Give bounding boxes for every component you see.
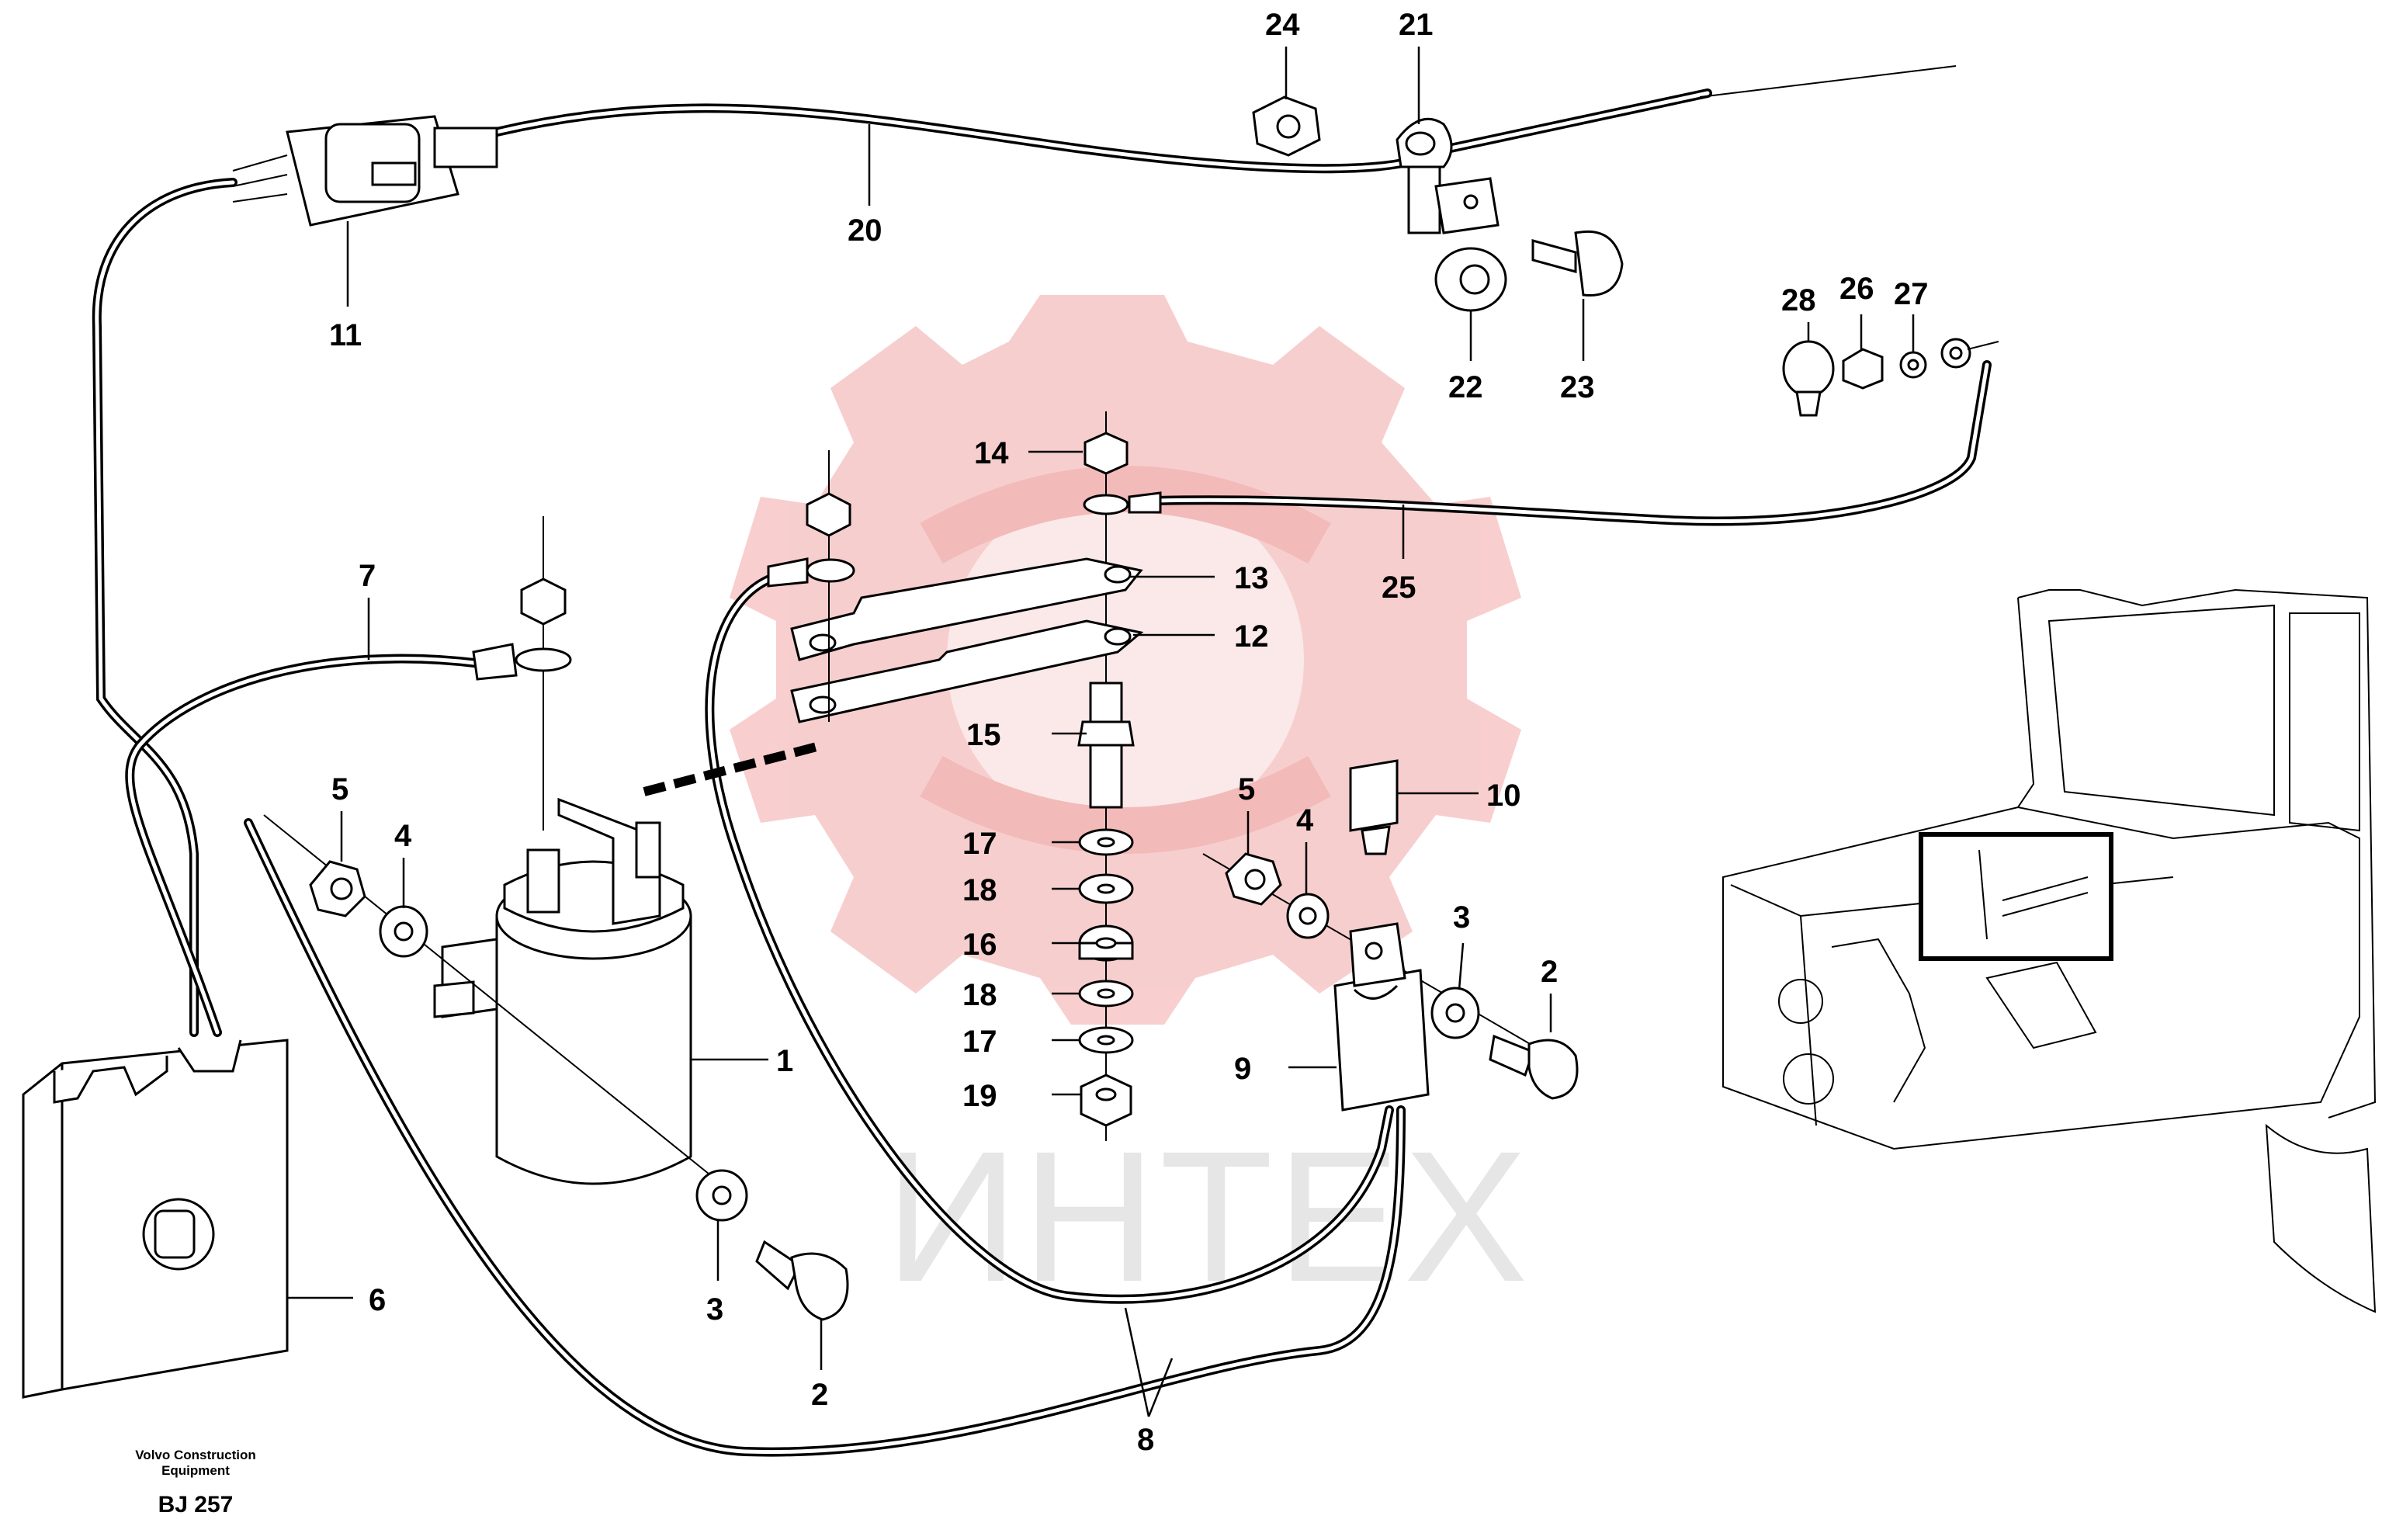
callout-20: 20	[848, 213, 882, 248]
callout-23: 23	[1560, 370, 1595, 404]
machine-illustration	[1722, 588, 2377, 1313]
callout-26: 26	[1839, 272, 1874, 306]
washer-18-lower	[1078, 980, 1134, 1008]
clip-22	[1434, 177, 1507, 312]
callout-27: 27	[1894, 277, 1929, 311]
callout-7: 7	[359, 559, 376, 593]
nut-5-right	[1225, 852, 1282, 906]
stud-15	[1077, 682, 1135, 809]
cable-20	[492, 88, 1712, 174]
nut-26	[1842, 348, 1884, 390]
callout-18-lower: 18	[962, 978, 997, 1012]
cap-28	[1782, 340, 1835, 417]
insulator-16	[1078, 924, 1134, 962]
callout-24: 24	[1265, 8, 1300, 42]
callout-28: 28	[1781, 283, 1816, 317]
callout-1: 1	[776, 1044, 793, 1078]
callout-2-right: 2	[1541, 955, 1558, 989]
fuse-holder-9	[1333, 922, 1430, 1112]
nut-upper	[806, 492, 851, 537]
relay-1	[433, 797, 692, 1185]
fuse-10	[1349, 759, 1399, 855]
credit-code: BJ 257	[158, 1492, 234, 1517]
screw-2-left	[755, 1240, 849, 1321]
callout-5-right: 5	[1238, 772, 1255, 806]
nut-14	[1084, 432, 1129, 475]
washer-terminal	[1083, 491, 1162, 515]
callout-14: 14	[974, 436, 1009, 470]
callout-8: 8	[1137, 1423, 1154, 1457]
credit-line2: Equipment	[161, 1463, 230, 1478]
callout-11: 11	[329, 318, 362, 352]
cable-25	[1152, 360, 1992, 526]
control-unit-6	[22, 1039, 289, 1399]
cable-8	[244, 570, 1406, 1457]
terminal-25	[1940, 338, 1999, 369]
washer-4-right	[1286, 893, 1330, 939]
connector-11	[232, 115, 498, 227]
washer-3-right	[1430, 987, 1480, 1039]
callout-10: 10	[1486, 779, 1521, 813]
callout-13: 13	[1234, 561, 1269, 595]
callout-22: 22	[1448, 370, 1483, 404]
busbar-12	[790, 619, 1144, 723]
terminal-upper	[767, 557, 855, 588]
nut-24	[1252, 95, 1321, 157]
callout-18-upper: 18	[962, 873, 997, 907]
washer-3-left	[695, 1169, 748, 1222]
callout-17-lower: 17	[962, 1025, 997, 1059]
callout-labels: 24 21 20 11 22 23 28 26 27 14 13 12 25 7…	[329, 8, 1929, 1457]
lockwasher-27	[1899, 351, 1927, 379]
callout-17-upper: 17	[962, 827, 997, 861]
callout-6: 6	[369, 1283, 386, 1317]
callout-19: 19	[962, 1079, 997, 1113]
clamp-21	[1396, 117, 1453, 234]
callout-3-right: 3	[1453, 900, 1470, 935]
detail-inset	[1919, 832, 2113, 961]
credit-block: Volvo Construction Equipment BJ 257	[135, 1448, 256, 1517]
nut-relay	[520, 578, 567, 626]
leader-lines	[287, 47, 1915, 1417]
watermark-logo	[730, 295, 1521, 1025]
callout-5-left: 5	[331, 772, 348, 806]
nut-5-left	[309, 860, 366, 917]
washer-17-upper	[1078, 828, 1134, 856]
callout-4-right: 4	[1296, 803, 1314, 838]
busbar-13	[790, 557, 1143, 661]
terminal-7	[472, 643, 572, 681]
screw-23	[1531, 230, 1624, 297]
washer-18-upper	[1078, 873, 1134, 904]
cable-from-connector-11	[92, 178, 238, 1037]
callout-3-left: 3	[706, 1292, 723, 1327]
washer-17-lower	[1078, 1026, 1134, 1054]
cable-7	[125, 654, 486, 1037]
callout-15: 15	[966, 718, 1001, 752]
callout-12: 12	[1234, 619, 1269, 654]
screw-2-right	[1489, 1034, 1579, 1100]
callout-16: 16	[962, 928, 997, 962]
washer-4-left	[379, 905, 428, 958]
credit-line1: Volvo Construction	[135, 1448, 256, 1462]
nut-19	[1080, 1073, 1132, 1127]
callout-4-left: 4	[394, 819, 412, 853]
callout-25: 25	[1382, 571, 1416, 605]
callout-21: 21	[1399, 8, 1434, 42]
callout-9: 9	[1234, 1052, 1251, 1086]
callout-2-left: 2	[811, 1378, 828, 1412]
